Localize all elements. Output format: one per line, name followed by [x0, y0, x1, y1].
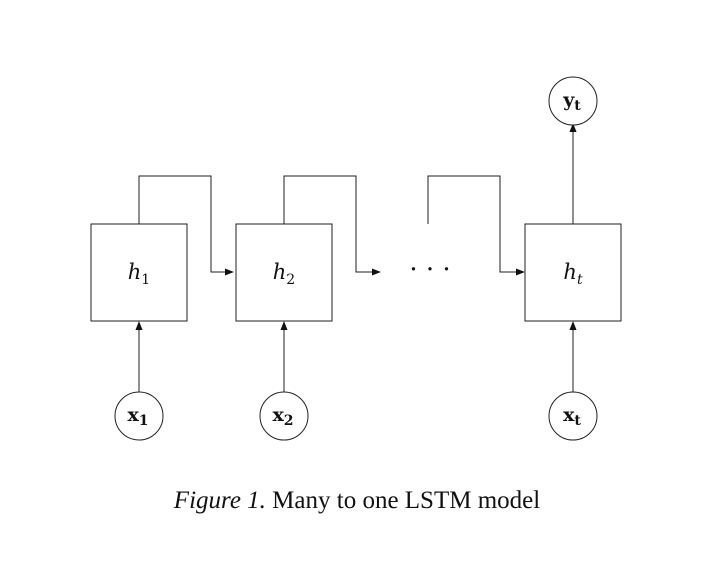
recurrent-edge-h2-to-dots	[283, 175, 381, 276]
svg-text:h2: h2	[273, 260, 295, 288]
input-xt-base: x	[563, 404, 575, 426]
svg-text:yt: yt	[562, 89, 581, 114]
hidden-state-h2-base: h	[273, 260, 287, 284]
figure-label: Figure 1.	[173, 487, 266, 514]
svg-text:h1: h1	[128, 260, 150, 288]
output-yt-base: y	[562, 89, 575, 111]
figure-caption: Figure 1. Many to one LSTM model	[173, 487, 540, 514]
input-x1-sub: 1	[139, 413, 149, 429]
input-xt: xt	[548, 391, 598, 441]
input-x2-sub: 2	[284, 413, 294, 429]
ellipsis: · · ·	[409, 255, 450, 285]
hidden-state-ht-sub: t	[577, 272, 583, 288]
input-xt-sub: t	[574, 413, 581, 429]
recurrent-edge-h1-to-h2	[138, 175, 234, 276]
hidden-state-h2: h2	[235, 223, 333, 322]
output-yt: yt	[548, 76, 598, 126]
hidden-state-ht-base: h	[563, 260, 577, 284]
svg-text:ht: ht	[563, 260, 583, 288]
hidden-state-h1-base: h	[128, 260, 142, 284]
input-x2: x2	[259, 391, 309, 441]
input-x1-base: x	[127, 404, 139, 426]
output-yt-sub: t	[574, 98, 581, 114]
hidden-state-ht: ht	[524, 223, 622, 322]
figure-caption-text: Many to one LSTM model	[272, 487, 540, 514]
recurrent-edge-dots-to-ht	[427, 175, 525, 276]
hidden-state-h2-sub: 2	[286, 272, 295, 288]
input-x1: x1	[114, 391, 164, 441]
hidden-state-h1-sub: 1	[141, 272, 150, 288]
svg-text:x1: x1	[127, 404, 148, 429]
hidden-state-h1: h1	[90, 223, 188, 322]
svg-text:x2: x2	[272, 404, 293, 429]
input-x2-base: x	[272, 404, 284, 426]
svg-text:xt: xt	[563, 404, 581, 429]
